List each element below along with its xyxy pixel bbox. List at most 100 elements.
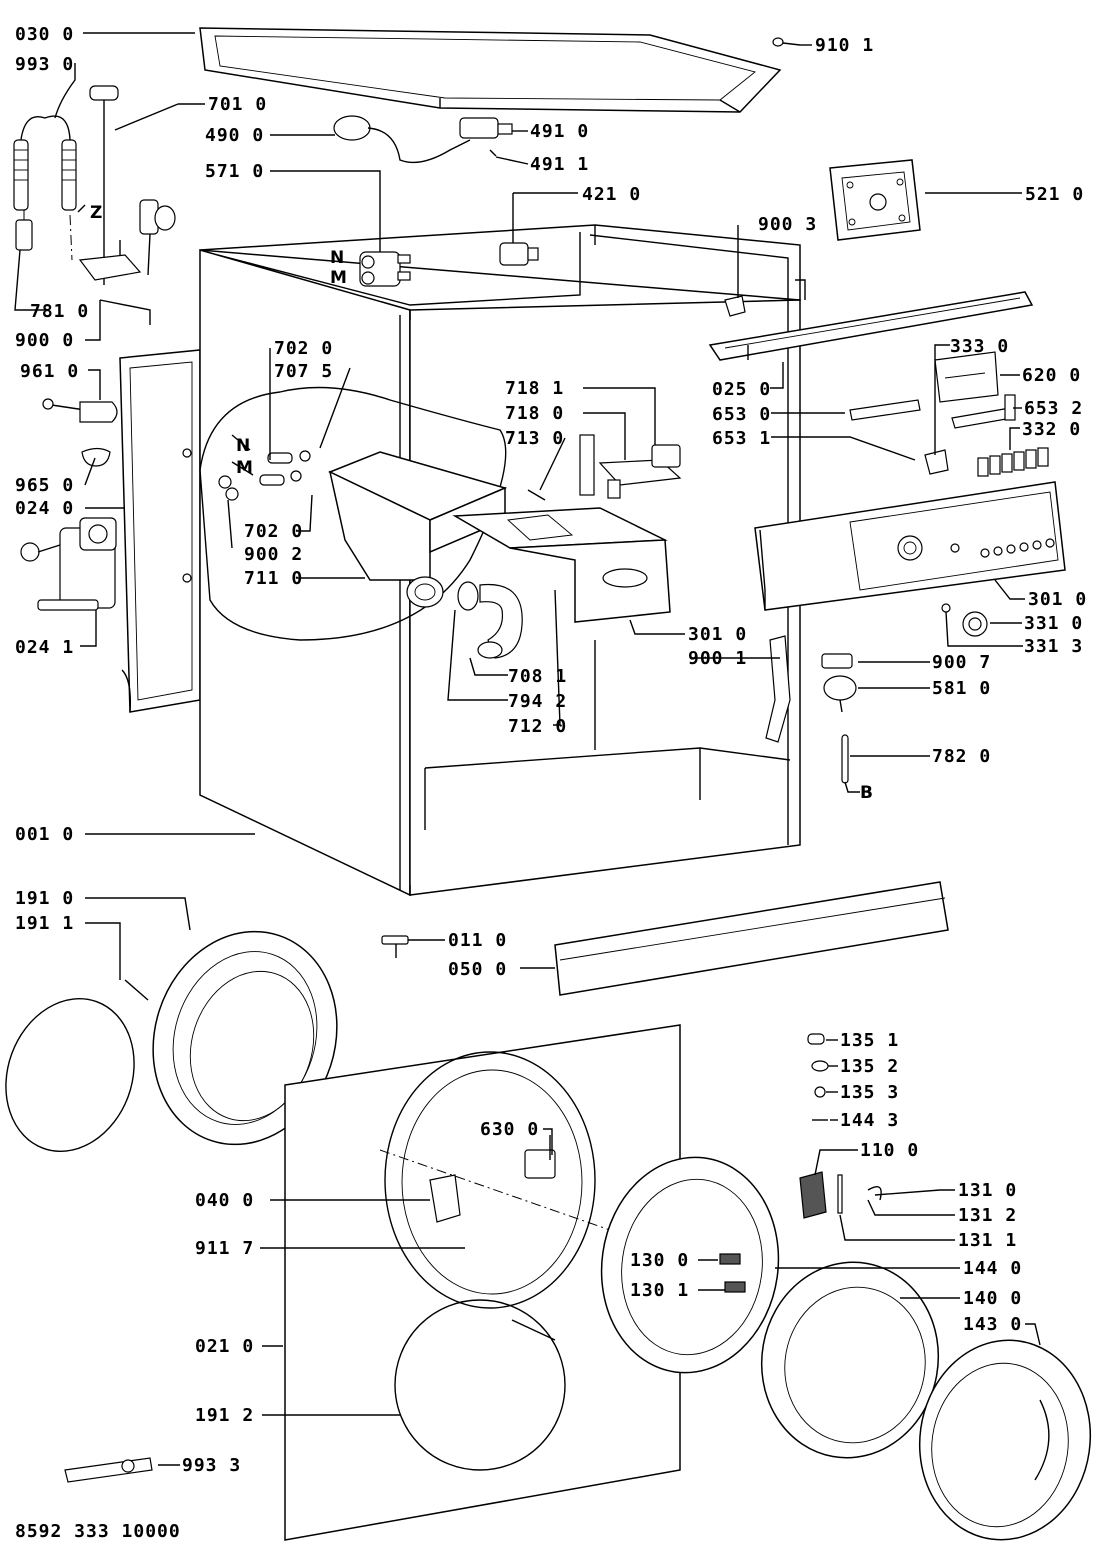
part-bellows-hose	[457, 581, 523, 659]
part-tool	[64, 1457, 153, 1483]
part-screw-top	[772, 37, 801, 47]
part-top-lid	[199, 27, 782, 113]
marker-b: B	[860, 783, 873, 803]
label-490-0: 490 0	[205, 125, 264, 146]
part-labels: 030 0 993 0 701 0 490 0 571 0 491 0 491 …	[15, 24, 1087, 1542]
label-130-1: 130 1	[630, 1280, 689, 1301]
label-718-1: 718 1	[505, 378, 564, 399]
part-push-buttons	[977, 447, 1049, 477]
label-143-0: 143 0	[963, 1314, 1022, 1335]
label-707-5: 707 5	[274, 361, 333, 382]
part-front-panel	[284, 1024, 681, 1541]
label-491-1: 491 1	[530, 154, 589, 175]
label-332-0: 332 0	[1022, 419, 1081, 440]
label-900-2: 900 2	[244, 544, 303, 565]
part-dispenser-housing	[218, 450, 508, 608]
label-131-0: 131 0	[958, 1180, 1017, 1201]
label-144-0: 144 0	[963, 1258, 1022, 1279]
part-hinge-hardware	[799, 1033, 882, 1219]
part-foot	[381, 935, 409, 958]
label-025-0: 025 0	[712, 379, 771, 400]
marker-m-dispenser: M	[236, 458, 253, 478]
label-191-2: 191 2	[195, 1405, 254, 1426]
label-702-0-a: 702 0	[274, 338, 333, 359]
label-301-0-drawer: 301 0	[688, 624, 747, 645]
label-135-2: 135 2	[840, 1056, 899, 1077]
label-110-0: 110 0	[860, 1140, 919, 1161]
part-knob	[941, 603, 988, 637]
label-965-0: 965 0	[15, 475, 74, 496]
part-421-component	[499, 242, 539, 266]
label-708-1: 708 1	[508, 666, 567, 687]
label-718-0: 718 0	[505, 403, 564, 424]
part-electronic-module	[829, 159, 921, 241]
part-clip-900-3	[724, 295, 746, 317]
label-900-0: 900 0	[15, 330, 74, 351]
part-back-panel	[119, 349, 201, 713]
label-135-1: 135 1	[840, 1030, 899, 1051]
label-702-0-b: 702 0	[244, 521, 303, 542]
label-653-2: 653 2	[1024, 398, 1083, 419]
label-713-0: 713 0	[505, 428, 564, 449]
part-hose-bracket	[78, 85, 176, 325]
label-191-0: 191 0	[15, 888, 74, 909]
part-tube	[841, 734, 849, 784]
marker-n-dispenser: N	[236, 436, 250, 456]
label-001-0: 001 0	[15, 824, 74, 845]
marker-z: Z	[90, 203, 102, 223]
label-900-7: 900 7	[932, 652, 991, 673]
label-900-3: 900 3	[758, 214, 817, 235]
label-135-3: 135 3	[840, 1082, 899, 1103]
part-control-board	[849, 351, 1016, 475]
label-331-3: 331 3	[1024, 636, 1083, 657]
part-power-cord	[333, 115, 513, 164]
part-pressure-switch	[821, 653, 857, 713]
part-inlet-valve	[359, 251, 411, 287]
label-993-0: 993 0	[15, 54, 74, 75]
label-421-0: 421 0	[582, 184, 641, 205]
part-top-rail	[708, 291, 1034, 361]
part-door-glass	[760, 1261, 940, 1459]
label-581-0: 581 0	[932, 678, 991, 699]
label-131-2: 131 2	[958, 1205, 1017, 1226]
part-inlet-hose	[13, 115, 77, 261]
label-653-0: 653 0	[712, 404, 771, 425]
label-040-0: 040 0	[195, 1190, 254, 1211]
label-794-2: 794 2	[508, 691, 567, 712]
label-521-0: 521 0	[1025, 184, 1084, 205]
label-130-0: 130 0	[630, 1250, 689, 1271]
label-301-0-panel: 301 0	[1028, 589, 1087, 610]
leader-lines	[14, 32, 1041, 1466]
label-144-3: 144 3	[840, 1110, 899, 1131]
label-782-0: 782 0	[932, 746, 991, 767]
label-910-1: 910 1	[815, 35, 874, 56]
marker-m-valve: M	[330, 268, 347, 288]
label-140-0: 140 0	[963, 1288, 1022, 1309]
label-911-7: 911 7	[195, 1238, 254, 1259]
label-701-0: 701 0	[208, 94, 267, 115]
part-pump-group	[20, 398, 118, 611]
label-333-0: 333 0	[950, 336, 1009, 357]
document-id: 8592 333 10000	[15, 1521, 181, 1542]
label-571-0: 571 0	[205, 161, 264, 182]
label-131-1: 131 1	[958, 1230, 1017, 1251]
label-712-0: 712 0	[508, 716, 567, 737]
label-024-0: 024 0	[15, 498, 74, 519]
label-030-0: 030 0	[15, 24, 74, 45]
marker-n-valve: N	[330, 248, 344, 268]
part-door-outer	[918, 1339, 1092, 1541]
label-630-0: 630 0	[480, 1119, 539, 1140]
part-control-panel	[754, 481, 1066, 611]
part-plinth	[554, 881, 949, 996]
part-lever	[765, 635, 791, 743]
label-711-0: 711 0	[244, 568, 303, 589]
label-011-0: 011 0	[448, 930, 507, 951]
label-024-1: 024 1	[15, 637, 74, 658]
part-drawer-assembly	[452, 434, 682, 623]
part-door-frame	[600, 1156, 780, 1374]
label-021-0: 021 0	[195, 1336, 254, 1357]
label-050-0: 050 0	[448, 959, 507, 980]
part-cabinet	[182, 224, 806, 897]
label-653-1: 653 1	[712, 428, 771, 449]
